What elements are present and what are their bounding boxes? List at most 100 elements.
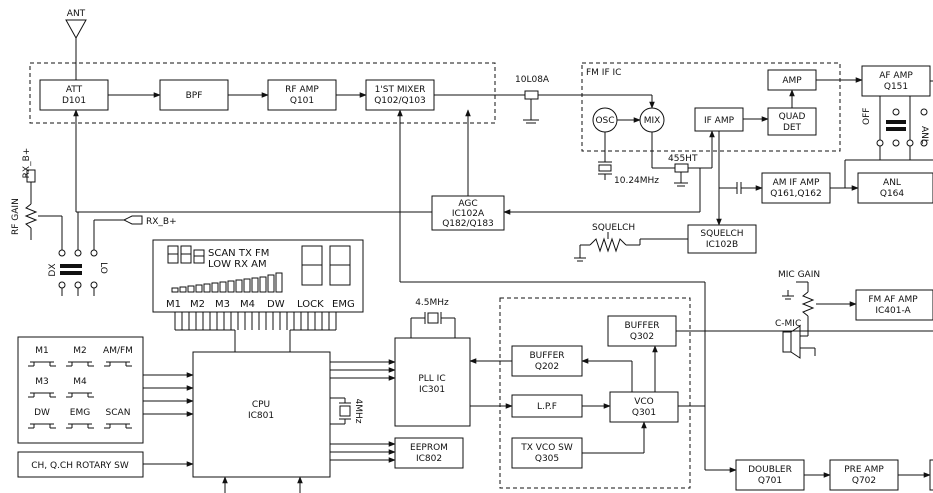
svg-text:RF AMP: RF AMP	[285, 85, 319, 95]
filter-455ht-label: 455HT	[668, 154, 698, 164]
svg-text:Q202: Q202	[535, 362, 559, 372]
filter-10l08a	[523, 90, 539, 124]
lcd-large-digits	[301, 245, 351, 286]
if-amp-block: IF AMP	[694, 107, 744, 132]
off-label: OFF	[862, 108, 872, 125]
svg-text:Q702: Q702	[852, 476, 876, 486]
svg-text:OSC: OSC	[595, 116, 614, 126]
svg-text:PRE AMP: PRE AMP	[844, 465, 884, 475]
svg-text:TX VCO SW: TX VCO SW	[520, 443, 573, 453]
svg-text:PLL IC: PLL IC	[418, 374, 445, 384]
svg-text:IC802: IC802	[416, 454, 442, 464]
lcd-small-digits	[167, 245, 205, 264]
svg-text:Q301: Q301	[632, 408, 656, 418]
crystal-4-5mhz	[410, 312, 456, 338]
af-amp-block: AF AMP Q151	[861, 65, 931, 97]
svg-text:D101: D101	[62, 96, 86, 106]
mic-gain-label: MIC GAIN	[778, 270, 820, 280]
svg-text:IC102A: IC102A	[452, 209, 485, 219]
lcd-label-m1: M1	[166, 299, 181, 310]
vco-block: VCO Q301	[609, 391, 679, 423]
svg-text:IC301: IC301	[419, 385, 445, 395]
capacitor-am	[736, 182, 742, 194]
lcd-label-m4: M4	[240, 299, 255, 310]
svg-text:IC401-A: IC401-A	[875, 306, 911, 316]
svg-text:L.P.F: L.P.F	[537, 402, 557, 412]
lcd-bottom-labels: M1 M2 M3 M4 DW LOCK EMG	[166, 299, 355, 310]
osc-circle: OSC	[592, 107, 618, 133]
lcd-signal-meter	[171, 272, 283, 293]
svg-text:Q161,Q162: Q161,Q162	[770, 189, 821, 199]
anl-switch	[876, 96, 928, 160]
cpu-block: CPU IC801	[192, 351, 331, 478]
svg-text:DOUBLER: DOUBLER	[748, 465, 792, 475]
bpf-block: BPF	[159, 79, 229, 111]
svg-text:Q302: Q302	[630, 332, 654, 342]
svg-text:IC102B: IC102B	[706, 240, 738, 250]
key-m4: M4	[73, 377, 87, 387]
first-mixer-block: 1'ST MIXER Q102/Q103	[365, 79, 435, 111]
lcd-display: SCAN TX FM LOW RX AM M1 M2 M3	[152, 239, 364, 313]
svg-text:DET: DET	[783, 123, 802, 133]
key-am-fm: AM/FM	[103, 346, 133, 356]
lcd-label-emg: EMG	[332, 299, 355, 310]
filter-455ht	[674, 163, 689, 187]
svg-text:AMP: AMP	[782, 76, 802, 86]
rx-b-plus-label-1: RX_B+	[22, 148, 32, 179]
crystal-4mhz-label: 4MHz	[353, 399, 363, 424]
att-block: ATT D101	[39, 79, 109, 111]
svg-text:Q151: Q151	[884, 82, 908, 92]
key-m1: M1	[35, 346, 49, 356]
key-emg: EMG	[70, 408, 90, 418]
amp-block: AMP	[767, 69, 817, 91]
dx-lo-switch	[58, 212, 98, 296]
svg-text:Q701: Q701	[758, 476, 782, 486]
lcd-label-dw: DW	[267, 299, 285, 310]
lcd-mid-labels: LOW RX AM	[208, 259, 267, 270]
crystal-4mhz	[330, 397, 351, 425]
anl-switch-label: ANL	[919, 126, 929, 144]
key-m3: M3	[35, 377, 49, 387]
agc-block: AGC IC102A Q182/Q183	[431, 195, 505, 231]
svg-text:SQUELCH: SQUELCH	[700, 229, 743, 239]
svg-text:EEPROM: EEPROM	[410, 443, 448, 453]
svg-text:ANL: ANL	[883, 178, 901, 188]
svg-text:AGC: AGC	[458, 199, 477, 209]
pre-amp-block: PRE AMP Q702	[829, 459, 899, 491]
svg-text:AM IF AMP: AM IF AMP	[773, 178, 820, 188]
squelch-pot	[574, 232, 641, 262]
crystal-4-5mhz-label: 4.5MHz	[415, 298, 449, 308]
svg-text:BUFFER: BUFFER	[624, 321, 659, 331]
lpf-block: L.P.F	[511, 394, 583, 418]
key-m2: M2	[73, 346, 87, 356]
crystal-10-24mhz	[598, 161, 612, 180]
filter-10l08a-label: 10L08A	[515, 75, 550, 85]
am-if-amp-block: AM IF AMP Q161,Q162	[761, 172, 831, 204]
key-scan: SCAN	[106, 408, 131, 418]
rx-b-plus-connector	[93, 215, 143, 250]
rf-gain-label: RF GAIN	[11, 198, 21, 235]
tx-vco-sw-block: TX VCO SW Q305	[511, 437, 583, 469]
rotary-sw-block: CH, Q.CH ROTARY SW	[17, 451, 144, 478]
svg-text:Q102/Q103: Q102/Q103	[374, 96, 426, 106]
rx-b-plus-label-2: RX_B+	[146, 217, 177, 227]
svg-text:VCO: VCO	[634, 397, 654, 407]
antenna-icon	[65, 19, 87, 80]
mic-gain-pot	[782, 281, 857, 330]
rf-amp-block: RF AMP Q101	[267, 79, 337, 111]
rf-section-group	[29, 62, 496, 124]
svg-text:MIX: MIX	[644, 116, 661, 126]
vco-section-group	[499, 297, 691, 489]
lcd-label-m3: M3	[215, 299, 230, 310]
svg-text:QUAD: QUAD	[779, 112, 806, 122]
squelch-ic-block: SQUELCH IC102B	[687, 224, 757, 254]
svg-text:Q182/Q183: Q182/Q183	[442, 219, 494, 229]
svg-text:Q305: Q305	[535, 454, 559, 464]
svg-text:ATT: ATT	[66, 85, 83, 95]
ant-label: ANT	[67, 9, 86, 19]
svg-text:1'ST MIXER: 1'ST MIXER	[375, 85, 426, 95]
svg-text:CH, Q.CH ROTARY SW: CH, Q.CH ROTARY SW	[31, 461, 129, 471]
quad-det-block: QUAD DET	[767, 107, 817, 136]
c-mic-label: C-MIC	[775, 319, 801, 329]
